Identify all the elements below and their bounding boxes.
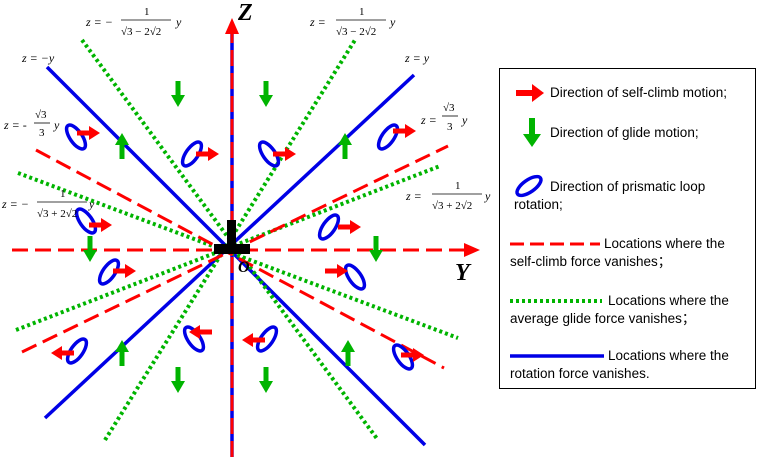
legend-item-rot-vanish: Locations where the rotation force vanis… xyxy=(500,343,755,383)
eq-denominator: √3 + 2√2 xyxy=(432,200,472,212)
eq-denominator: √3 − 2√2 xyxy=(121,26,161,38)
climb-arrow-right xyxy=(77,126,100,140)
line-climb-neg xyxy=(35,148,445,370)
eq-prefix: z = - xyxy=(3,118,27,132)
eq-denominator: √3 + 2√2 xyxy=(37,208,77,220)
eq-var: y xyxy=(484,189,491,203)
y-axis-arrowhead xyxy=(464,243,480,257)
eq-var: y xyxy=(175,15,182,29)
line-z-eq-neg-y xyxy=(45,65,427,447)
line-glide-shallow-neg xyxy=(17,171,459,340)
legend-item-loop: Direction of prismatic loop rotation; xyxy=(500,171,755,221)
loop-ellipse xyxy=(64,123,88,151)
glide-arrow xyxy=(259,367,273,393)
eq-prefix: z = − xyxy=(85,15,113,29)
legend-text-climb-vanish-2: self-climb force vanishes； xyxy=(510,254,672,269)
legend-text-self-climb: Direction of self-climb motion; xyxy=(550,85,728,100)
legend-text-rot-vanish-1: Locations where the xyxy=(608,348,729,363)
eq-prefix: z = xyxy=(309,15,326,29)
loop-ellipse xyxy=(257,140,281,168)
climb-arrow-right xyxy=(338,220,361,234)
red-dashed-line-icon xyxy=(510,242,600,246)
legend-text-glide-vanish-1: Locations where the xyxy=(608,293,729,308)
eq-denominator: 3 xyxy=(447,121,453,133)
eq-neg-inv-3p: z = − 1 √3 + 2√2 y xyxy=(1,188,95,220)
prismatic-loops xyxy=(64,123,415,371)
eq-pos-sqrt3: z = √3 3 y xyxy=(420,102,468,133)
eq-neg-y: z = −y xyxy=(21,51,55,65)
y-axis-label: Y xyxy=(455,260,472,286)
red-arrow-icon xyxy=(516,84,544,102)
eq-denominator: √3 − 2√2 xyxy=(336,26,376,38)
eq-var: y xyxy=(53,118,60,132)
legend: Direction of self-climb motion; Directio… xyxy=(499,68,756,389)
eq-numerator: 1 xyxy=(144,6,150,18)
eq-pos-inv-3p: z = 1 √3 + 2√2 y xyxy=(405,180,491,212)
loop-ellipse-icon xyxy=(515,174,543,198)
dislocation-horizontal xyxy=(214,244,250,254)
loop-ellipse xyxy=(182,325,206,353)
eq-prefix: z = − xyxy=(1,197,29,211)
legend-text-loop-1: Direction of prismatic loop xyxy=(550,179,706,194)
eq-numerator: √3 xyxy=(35,109,47,121)
legend-item-self-climb: Direction of self-climb motion; xyxy=(500,77,755,117)
equation-labels: z = − 1 √3 − 2√2 y z = 1 √3 − 2√2 y z = … xyxy=(1,6,491,220)
legend-text-glide: Direction of glide motion; xyxy=(550,125,699,140)
loop-ellipse xyxy=(97,258,121,286)
eq-denominator: 3 xyxy=(39,127,45,139)
eq-prefix: z = xyxy=(420,113,437,127)
loop-ellipse xyxy=(343,263,367,291)
glide-arrow xyxy=(171,367,185,393)
eq-numerator: 1 xyxy=(455,180,461,192)
loop-ellipse xyxy=(74,207,98,235)
legend-item-glide: Direction of glide motion; xyxy=(500,117,755,157)
loop-ellipse xyxy=(317,213,341,241)
loop-ellipse xyxy=(65,337,89,365)
eq-pos-y: z = y xyxy=(404,51,430,65)
z-axis-label: Z xyxy=(237,0,253,26)
glide-arrow xyxy=(259,81,273,107)
legend-text-rot-vanish-2: rotation force vanishes. xyxy=(510,366,650,381)
eq-var: y xyxy=(461,113,468,127)
glide-arrow xyxy=(171,81,185,107)
green-arrow-icon xyxy=(523,118,541,147)
legend-text-climb-vanish-1: Locations where the xyxy=(604,236,725,251)
green-dotted-line-icon xyxy=(510,299,602,303)
eq-neg-sqrt3: z = - √3 3 y xyxy=(3,109,60,139)
loop-ellipse xyxy=(180,140,204,168)
eq-numerator: 1 xyxy=(60,188,66,200)
eq-var: y xyxy=(88,197,95,211)
blue-solid-line-icon xyxy=(510,354,604,358)
eq-prefix: z = xyxy=(405,189,422,203)
origin-label: O xyxy=(238,259,250,276)
force-diagram: Z Y O xyxy=(1,0,491,457)
eq-neg-inv-3m: z = − 1 √3 − 2√2 y xyxy=(85,6,182,38)
legend-text-loop-2: rotation; xyxy=(514,197,563,212)
axes: Z Y O xyxy=(12,0,480,457)
z-axis-arrowhead xyxy=(225,18,239,34)
legend-text-glide-vanish-2: average glide force vanishes； xyxy=(510,311,696,326)
eq-numerator: √3 xyxy=(443,102,455,114)
dislocation-vertical xyxy=(227,220,236,250)
legend-item-climb-vanish: Locations where the self-climb force van… xyxy=(500,231,755,271)
eq-numerator: 1 xyxy=(359,6,365,18)
line-glide-shallow-pos xyxy=(15,164,441,332)
legend-item-glide-vanish: Locations where the average glide force … xyxy=(500,288,755,328)
eq-var: y xyxy=(389,15,396,29)
loop-ellipse xyxy=(376,123,400,151)
eq-pos-inv-3m: z = 1 √3 − 2√2 y xyxy=(309,6,396,38)
loop-ellipse xyxy=(255,325,279,353)
